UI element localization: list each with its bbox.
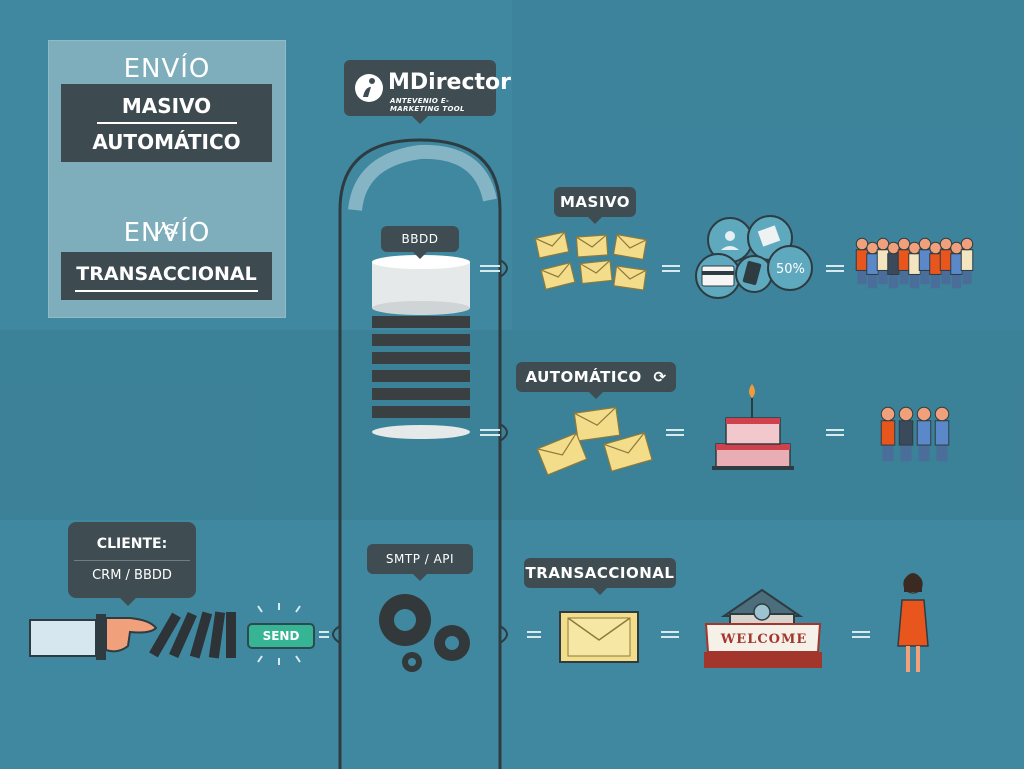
- logo-name: MDirector: [388, 70, 511, 95]
- title-underline-2: [75, 290, 258, 292]
- tube-outline: [338, 138, 502, 769]
- tube-highlight: [348, 144, 497, 211]
- envelope-icon-group-masivo: [534, 231, 648, 291]
- send-sparks: [257, 603, 301, 665]
- label-masivo: MASIVO: [554, 187, 636, 224]
- title-underline-1: [97, 122, 237, 124]
- title-chalkboard-transaccional: TRANSACCIONAL: [61, 252, 272, 300]
- refresh-icon: ⟳: [653, 368, 667, 386]
- title-vs: vs.: [154, 218, 180, 239]
- cake-icon: [712, 384, 794, 470]
- mdirector-logo: MDirector ANTEVENIO E-MARKETING TOOL: [344, 60, 511, 124]
- person-icon: [929, 241, 942, 289]
- label-automatico: AUTOMÁTICO ⟳: [516, 362, 676, 399]
- person-icon: [950, 241, 963, 289]
- person-icon-single: [897, 573, 929, 672]
- gear-icon: [379, 594, 470, 672]
- send-button[interactable]: SEND: [247, 623, 315, 649]
- person-icon: [934, 406, 950, 462]
- percent-label: 50%: [776, 262, 805, 277]
- envelope-icon-transaccional: [559, 611, 639, 663]
- chat-bubbles-icon: [695, 215, 813, 299]
- person-icon: [916, 406, 932, 462]
- person-icon: [960, 237, 974, 285]
- welcome-sign: WELCOME: [720, 632, 808, 647]
- title-chalkboard-masivo: MASIVO AUTOMÁTICO: [61, 84, 272, 162]
- person-icon: [918, 237, 932, 285]
- cliente-underline: [74, 560, 190, 561]
- house-icon: [704, 588, 822, 668]
- label-bbdd: BBDD: [381, 226, 459, 259]
- fold-shade-left: [0, 330, 1024, 520]
- mdirector-mark-icon: [355, 74, 383, 102]
- pointing-hand-icon: [29, 614, 158, 660]
- title-envio-2: ENVÍO: [123, 218, 211, 248]
- title-envio-1: ENVÍO: [123, 54, 211, 84]
- flow-connectors: [319, 265, 870, 638]
- cliente-callout: CLIENTE: CRM / BBDD: [68, 522, 196, 606]
- person-icon: [876, 237, 890, 285]
- person-icon: [866, 241, 879, 289]
- database-icon: [372, 255, 470, 439]
- dominoes-icon: [149, 611, 236, 659]
- cliente-title: CLIENTE:: [96, 536, 168, 552]
- person-icon: [939, 237, 953, 285]
- logo-tagline: ANTEVENIO E-MARKETING TOOL: [390, 97, 465, 113]
- people-icon-group: [880, 406, 950, 462]
- people-icon-crowd: [855, 237, 974, 289]
- label-transaccional: TRANSACCIONAL: [524, 558, 676, 595]
- label-smtp-api: SMTP / API: [367, 544, 473, 581]
- title-masivo: MASIVO: [121, 94, 212, 118]
- cliente-subtitle: CRM / BBDD: [92, 568, 172, 583]
- person-icon: [897, 237, 911, 285]
- title-automatico: AUTOMÁTICO: [92, 130, 241, 154]
- person-icon: [908, 241, 921, 289]
- envelope-icon-group-automatico: [536, 406, 653, 476]
- tube-bulges: [332, 259, 508, 644]
- person-icon: [855, 237, 869, 285]
- title-transaccional: TRANSACCIONAL: [76, 263, 257, 285]
- person-icon: [887, 241, 900, 289]
- person-icon: [880, 406, 896, 462]
- title-panel: ENVÍO MASIVO AUTOMÁTICO vs. ENVÍO TRANSA…: [48, 40, 286, 318]
- label-automatico-text: AUTOMÁTICO: [525, 368, 642, 386]
- person-icon: [898, 406, 914, 462]
